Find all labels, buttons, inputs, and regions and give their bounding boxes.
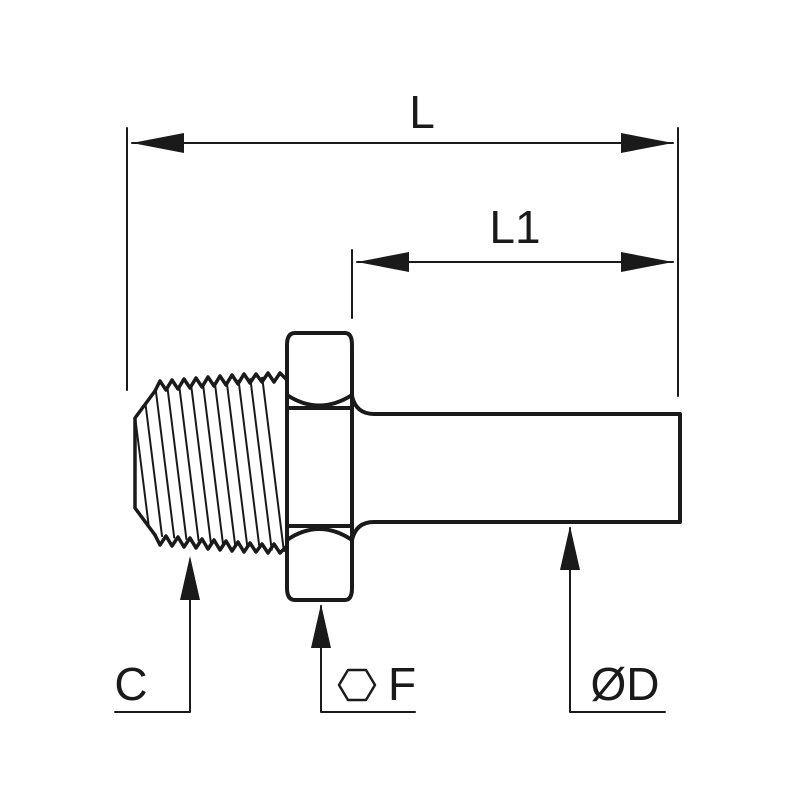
leader-d — [569, 527, 666, 713]
label-f: F — [388, 658, 416, 710]
label-l: L — [409, 86, 435, 138]
arrowhead-l-right — [621, 133, 673, 153]
leader-c — [114, 559, 191, 713]
arrowhead-c — [180, 556, 200, 600]
label-l1: L1 — [489, 201, 540, 253]
extension-lines — [126, 127, 679, 397]
stem — [350, 394, 682, 542]
label-c: C — [114, 658, 147, 710]
hex-nut — [285, 331, 354, 602]
threaded-end — [133, 371, 289, 555]
arrowhead-d — [560, 526, 580, 570]
arrowhead-f — [311, 604, 331, 648]
label-d: ØD — [591, 658, 660, 710]
hexagon-icon — [337, 668, 377, 702]
arrowhead-l1-right — [621, 252, 673, 272]
arrowhead-l-left — [132, 133, 184, 153]
arrowhead-l1-left — [357, 252, 409, 272]
